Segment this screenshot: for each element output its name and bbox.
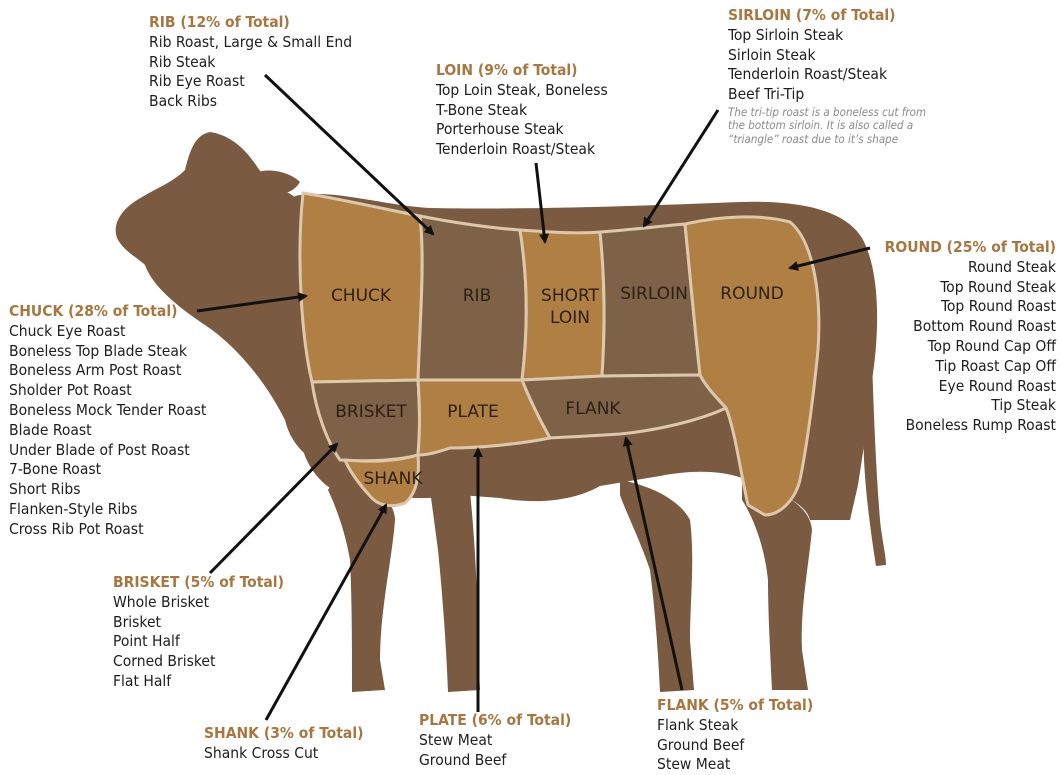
legend-rib-item: Rib Steak <box>149 53 352 73</box>
cut-label-sirloin: SIRLOIN <box>620 284 688 304</box>
cut-label-rib: RIB <box>463 286 492 306</box>
legend-loin-item: Top Loin Steak, Boneless <box>436 81 608 101</box>
legend-chuck-item: Boneless Top Blade Steak <box>9 342 206 362</box>
legend-chuck-item: Under Blade of Post Roast <box>9 441 206 461</box>
legend-loin: LOIN (9% of Total) Top Loin Steak, Bonel… <box>436 61 608 160</box>
cut-label-round: ROUND <box>720 284 783 304</box>
legend-round-item: Top Round Cap Off <box>885 337 1056 357</box>
legend-shank-heading: SHANK (3% of Total) <box>204 724 364 744</box>
legend-sirloin-note: The tri-tip roast is a boneless cut from… <box>728 106 943 147</box>
legend-plate-heading: PLATE (6% of Total) <box>419 711 571 731</box>
legend-brisket-item: Flat Half <box>113 672 284 692</box>
cut-label-chuck: CHUCK <box>331 286 392 306</box>
legend-round-item: Tip Roast Cap Off <box>885 357 1056 377</box>
legend-round-item: Tip Steak <box>885 396 1056 416</box>
legend-rib: RIB (12% of Total) Rib Roast, Large & Sm… <box>149 13 352 112</box>
legend-chuck-item: Flanken-Style Ribs <box>9 500 206 520</box>
legend-chuck-item: Boneless Mock Tender Roast <box>9 401 206 421</box>
legend-brisket-item: Corned Brisket <box>113 652 284 672</box>
legend-rib-item: Back Ribs <box>149 92 352 112</box>
cut-label-short: SHORT <box>541 286 600 306</box>
legend-brisket-item: Whole Brisket <box>113 593 284 613</box>
legend-round-item: Bottom Round Roast <box>885 317 1056 337</box>
legend-shank-item: Shank Cross Cut <box>204 744 364 764</box>
legend-sirloin-item: Tenderloin Roast/Steak <box>728 65 943 85</box>
legend-rib-item: Rib Eye Roast <box>149 72 352 92</box>
legend-loin-item: Tenderloin Roast/Steak <box>436 140 608 160</box>
legend-chuck-item: Boneless Arm Post Roast <box>9 361 206 381</box>
legend-round-heading: ROUND (25% of Total) <box>885 238 1056 258</box>
legend-chuck-item: Short Ribs <box>9 480 206 500</box>
legend-chuck-item: Blade Roast <box>9 421 206 441</box>
legend-plate-item: Stew Meat <box>419 731 571 751</box>
legend-rib-heading: RIB (12% of Total) <box>149 13 352 33</box>
legend-round-item: Round Steak <box>885 258 1056 278</box>
cut-label-shank: SHANK <box>363 469 423 489</box>
legend-round-item: Eye Round Roast <box>885 377 1056 397</box>
legend-loin-item: T-Bone Steak <box>436 101 608 121</box>
cut-label-brisket: BRISKET <box>335 402 407 422</box>
legend-brisket-item: Point Half <box>113 632 284 652</box>
legend-chuck-heading: CHUCK (28% of Total) <box>9 302 206 322</box>
legend-round-item: Boneless Rump Roast <box>885 416 1056 436</box>
legend-flank-item: Flank Steak <box>657 716 813 736</box>
legend-chuck-item: Chuck Eye Roast <box>9 322 206 342</box>
legend-chuck-item: Cross Rib Pot Roast <box>9 520 206 540</box>
legend-flank-heading: FLANK (5% of Total) <box>657 696 813 716</box>
legend-loin-heading: LOIN (9% of Total) <box>436 61 608 81</box>
legend-sirloin-heading: SIRLOIN (7% of Total) <box>728 6 943 26</box>
legend-flank-item: Ground Beef <box>657 736 813 756</box>
legend-sirloin-item: Beef Tri-Tip <box>728 85 943 105</box>
cut-label-flank: FLANK <box>565 399 621 419</box>
legend-brisket-heading: BRISKET (5% of Total) <box>113 573 284 593</box>
legend-shank: SHANK (3% of Total) Shank Cross Cut <box>204 724 364 764</box>
legend-brisket-item: Brisket <box>113 613 284 633</box>
legend-plate-item: Ground Beef <box>419 751 571 771</box>
cut-label-loin: LOIN <box>550 308 590 328</box>
legend-chuck-item: Sholder Pot Roast <box>9 381 206 401</box>
legend-round-item: Top Round Roast <box>885 297 1056 317</box>
legend-round-item: Top Round Steak <box>885 278 1056 298</box>
arrow-brisket <box>210 444 337 573</box>
legend-sirloin-item: Sirloin Steak <box>728 46 943 66</box>
legend-sirloin-item: Top Sirloin Steak <box>728 26 943 46</box>
cut-label-plate: PLATE <box>447 402 499 422</box>
legend-chuck-item: 7-Bone Roast <box>9 460 206 480</box>
legend-loin-item: Porterhouse Steak <box>436 120 608 140</box>
legend-rib-item: Rib Roast, Large & Small End <box>149 33 352 53</box>
legend-flank-item: Stew Meat <box>657 755 813 775</box>
